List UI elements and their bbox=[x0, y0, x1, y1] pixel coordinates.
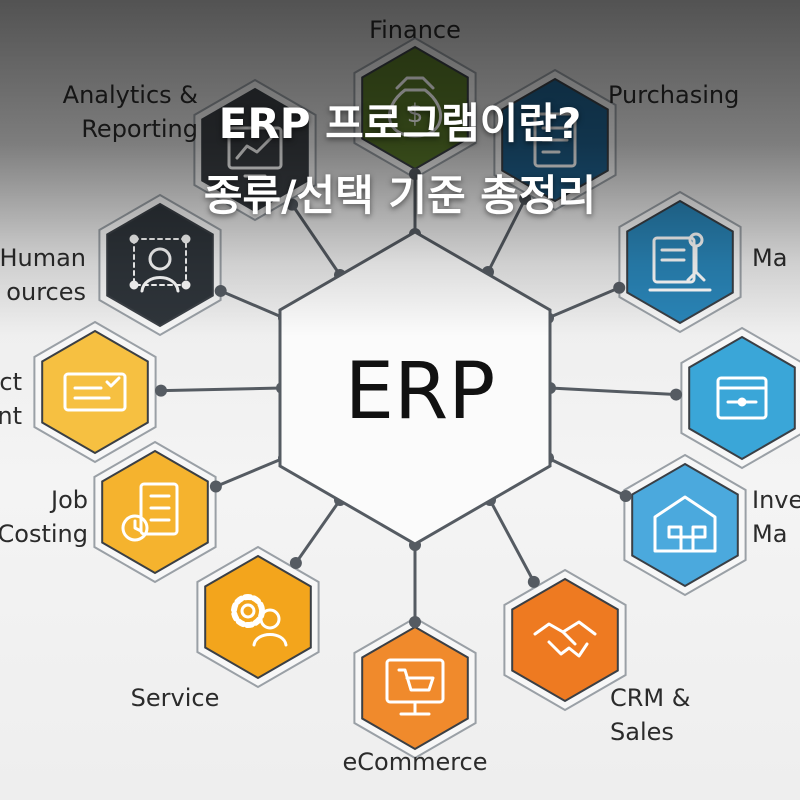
node-dot-inventory bbox=[619, 490, 632, 503]
module-node-module-e[interactable] bbox=[670, 326, 800, 470]
module-label-crm-sales: Sales bbox=[610, 718, 674, 746]
node-dot-crm-sales bbox=[527, 575, 540, 588]
module-label-crm-sales: CRM & bbox=[610, 684, 690, 712]
module-node-crm-sales[interactable] bbox=[503, 568, 627, 712]
page-title: ERP 프로그램이란? 종류/선택 기준 총정리 bbox=[0, 88, 800, 232]
center-label: ERP bbox=[345, 347, 496, 437]
module-node-inventory[interactable] bbox=[619, 453, 747, 597]
module-label-job-costing: Costing bbox=[0, 520, 88, 548]
module-node-service[interactable] bbox=[196, 545, 320, 689]
module-label-manufacturing: Ma bbox=[752, 244, 787, 272]
node-dot-project bbox=[154, 384, 167, 397]
node-dot-module-e bbox=[670, 388, 683, 401]
module-label-human-resources: ources bbox=[6, 278, 86, 306]
title-line-2: 종류/선택 기준 총정리 bbox=[203, 171, 597, 220]
module-label-inventory: Ma bbox=[752, 520, 787, 548]
erp-center-hub: ERP bbox=[278, 230, 552, 546]
module-node-ecommerce[interactable] bbox=[353, 616, 477, 760]
module-label-human-resources: Human bbox=[0, 244, 86, 272]
module-label-inventory: Inve bbox=[752, 486, 800, 514]
node-dot-ecommerce bbox=[409, 616, 421, 628]
module-label-project: nt bbox=[0, 402, 22, 430]
title-line-1: ERP 프로그램이란? bbox=[218, 99, 582, 148]
module-node-job-costing[interactable] bbox=[93, 440, 222, 584]
module-label-project: ct bbox=[0, 368, 22, 396]
node-dot-human-resources bbox=[214, 284, 227, 297]
node-dot-service bbox=[289, 556, 302, 569]
module-node-project[interactable] bbox=[33, 320, 167, 464]
node-dot-job-costing bbox=[209, 480, 222, 493]
module-label-ecommerce: eCommerce bbox=[342, 748, 487, 776]
module-label-service: Service bbox=[131, 684, 220, 712]
module-label-job-costing: Job bbox=[49, 486, 88, 514]
module-label-finance: Finance bbox=[369, 16, 461, 44]
node-dot-manufacturing bbox=[613, 281, 626, 294]
